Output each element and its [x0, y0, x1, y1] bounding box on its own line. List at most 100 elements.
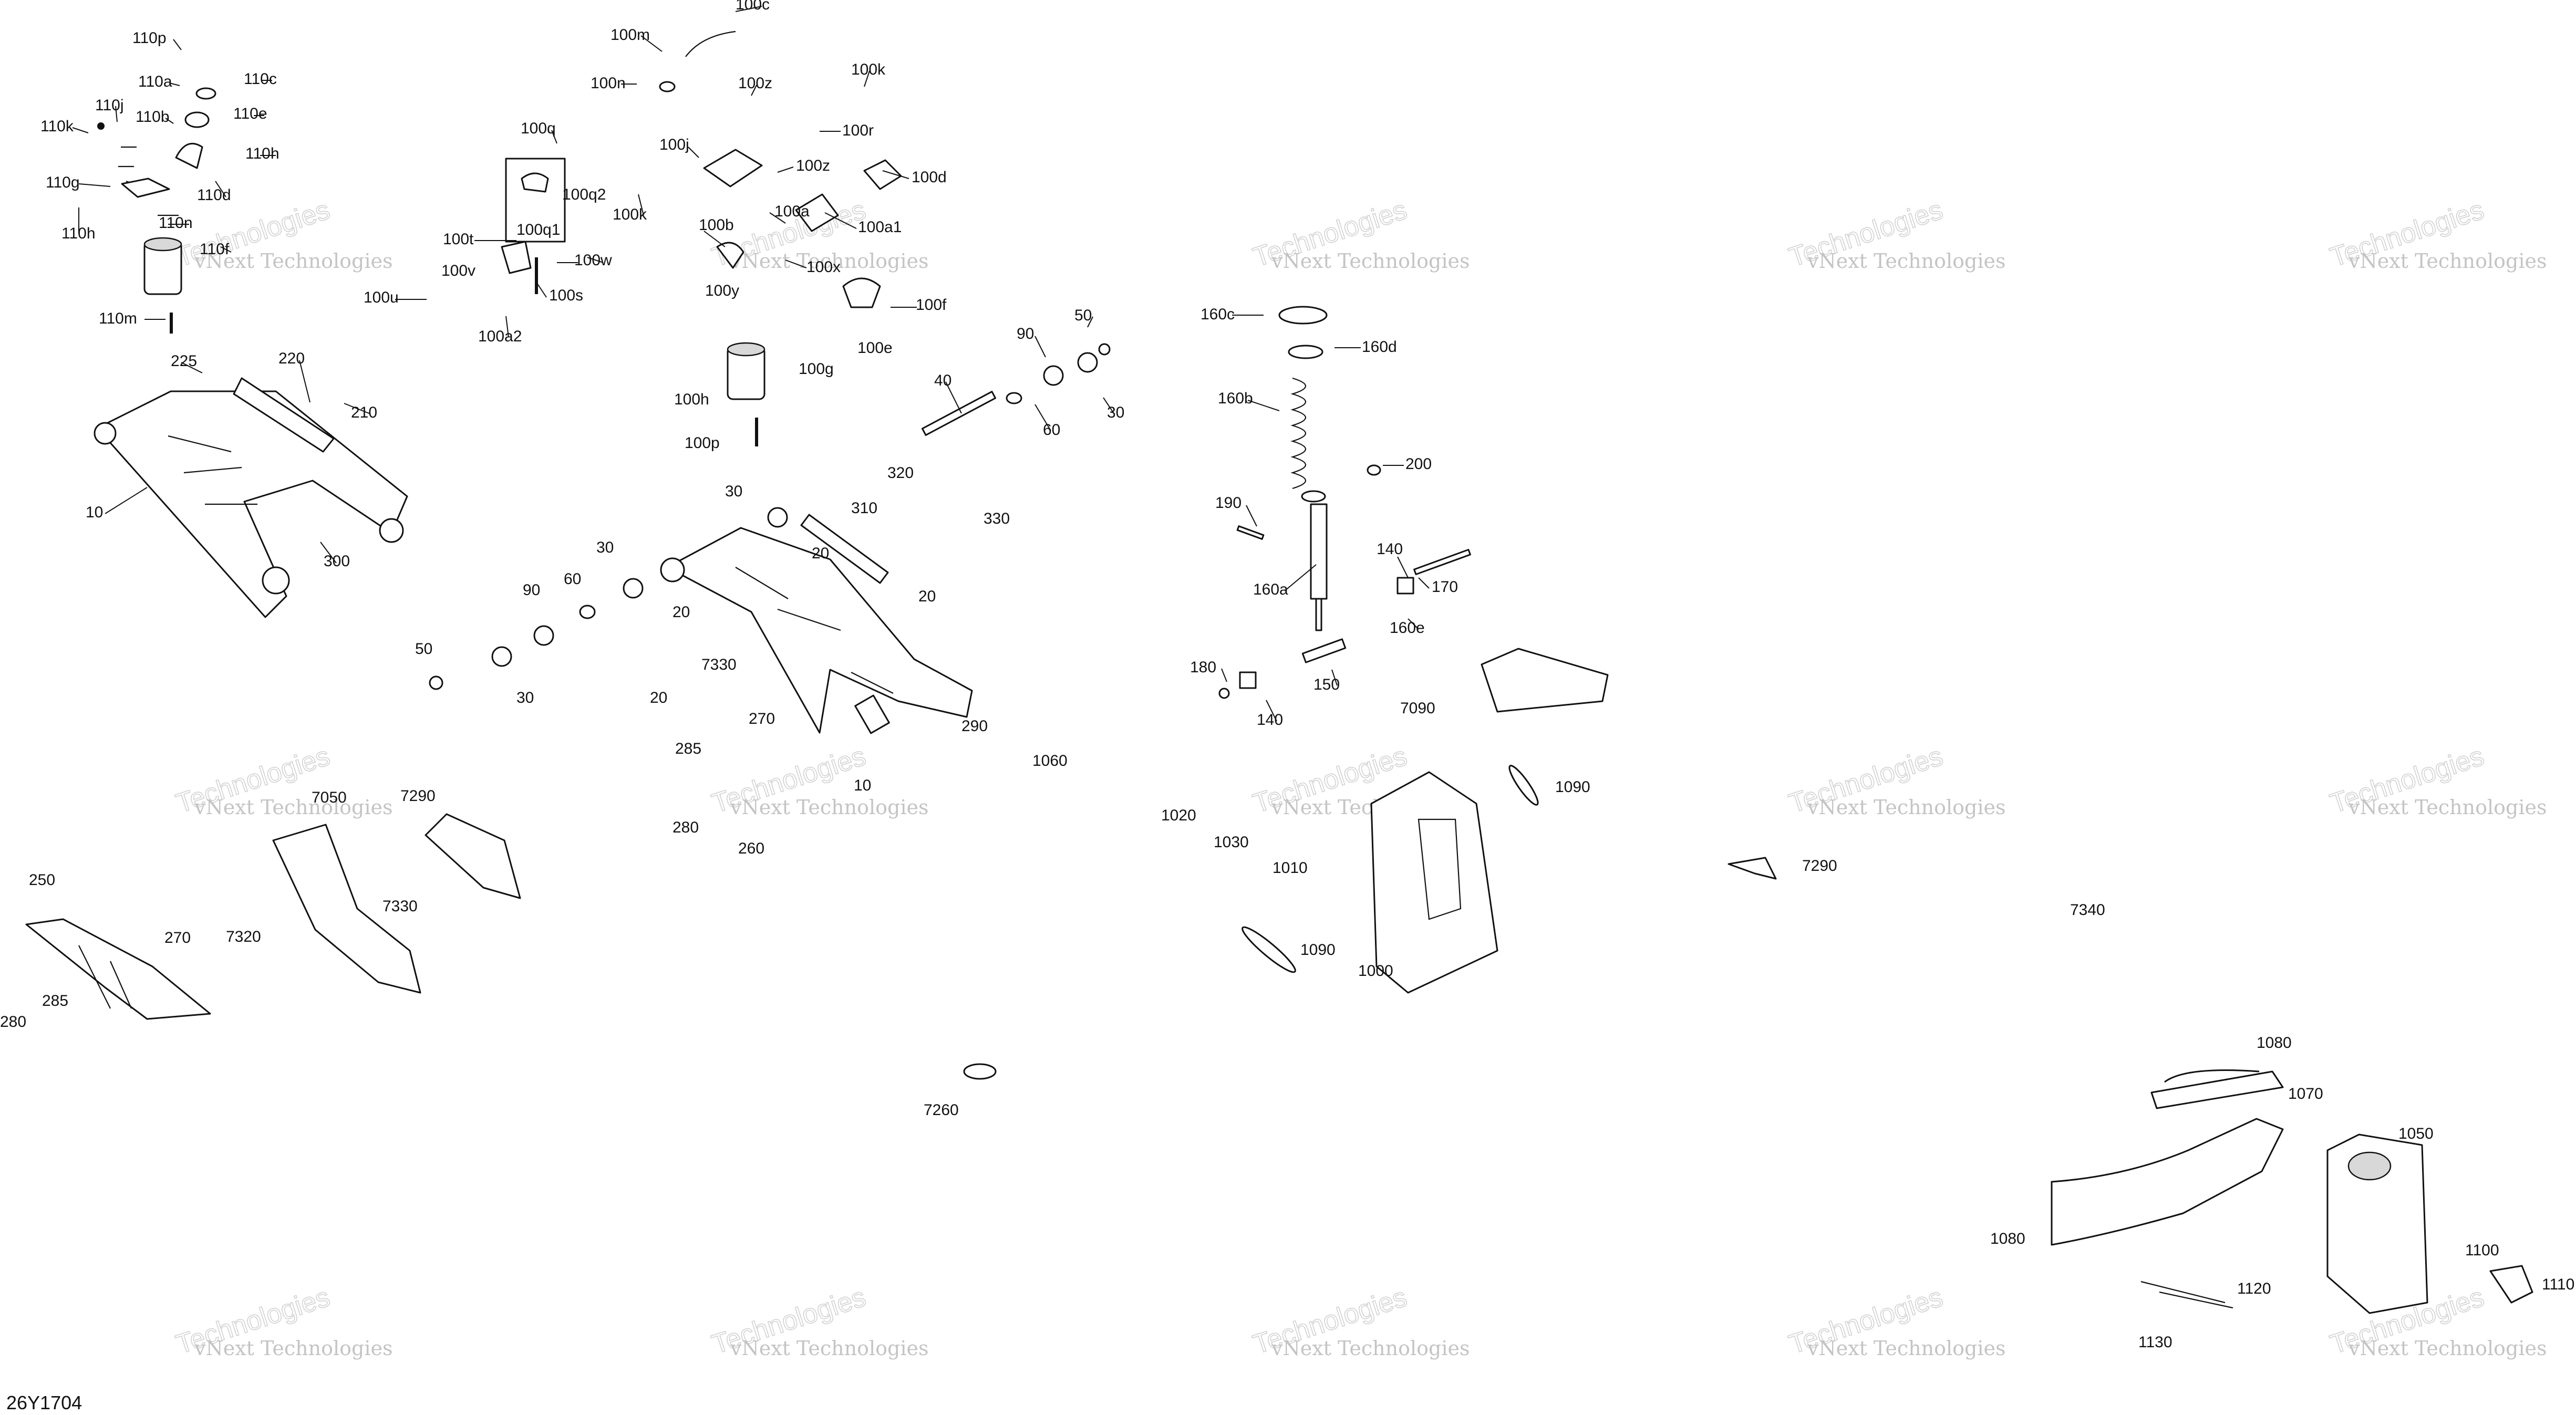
callout-label: 1110	[2542, 1276, 2574, 1293]
callout-label: 1080	[2257, 1034, 2292, 1052]
callout-label: 285	[42, 992, 68, 1010]
watermark-text: vNext Technologies	[1807, 1337, 2005, 1360]
callout-label: 110n	[159, 214, 193, 232]
diagram-code: 26Y1704	[6, 1392, 82, 1413]
lower-covers-left	[25, 813, 521, 1020]
callout-label: 110d	[197, 186, 231, 204]
callout-label: 100z	[738, 75, 772, 92]
callout-label: 110j	[95, 97, 124, 114]
callout-label: 110g	[46, 174, 80, 191]
callout-label: 110b	[136, 108, 170, 126]
callout-label: 260	[738, 840, 764, 857]
callout-label: 1130	[2138, 1334, 2172, 1351]
callout-label: 285	[675, 740, 701, 757]
callout-label: 100g	[799, 360, 834, 378]
callout-label: 60	[564, 570, 581, 588]
callout-label: 110k	[40, 118, 74, 135]
hardware-100-group	[501, 30, 902, 446]
callout-label: 170	[1432, 578, 1458, 596]
watermark-text: vNext Technologies	[194, 249, 392, 273]
callout-label: 100w	[574, 252, 612, 269]
watermark-text: vNext Technologies	[194, 1337, 392, 1360]
hardware-110-group	[97, 87, 216, 334]
callout-label: 100j	[659, 136, 689, 153]
callout-label: 7290	[1802, 857, 1837, 875]
callout-label: 250	[29, 871, 55, 889]
callout-label: 7320	[226, 928, 261, 945]
bumper-assembly	[2051, 1069, 2533, 1314]
callout-label: 210	[351, 404, 377, 421]
callout-label: 110p	[132, 29, 167, 47]
watermark-text: vNext Technologies	[2348, 249, 2547, 273]
callout-label: 100b	[699, 216, 734, 234]
callout-label: 1090	[1555, 778, 1590, 796]
callout-label: 160c	[1201, 306, 1235, 323]
callout-label: 110m	[99, 310, 137, 327]
callout-label: 7290	[400, 787, 436, 805]
watermark-text: vNext Technologies	[1271, 1337, 1470, 1360]
callout-label: 7340	[2070, 901, 2105, 919]
callout-label: 140	[1257, 711, 1283, 729]
callout-label: 160b	[1218, 390, 1253, 407]
callout-label: 100a2	[478, 328, 522, 345]
callout-label: 180	[1190, 659, 1216, 676]
callout-label: 330	[984, 510, 1010, 527]
callout-label: 100n	[591, 75, 626, 92]
callout-label: 100q2	[562, 186, 606, 203]
callout-label: 90	[523, 581, 540, 599]
callout-label: 1080	[1990, 1230, 2025, 1247]
callout-label: 100x	[806, 258, 841, 276]
callout-label: 7260	[924, 1101, 959, 1119]
callout-label: 1020	[1161, 807, 1196, 824]
callout-label: 7330	[382, 898, 418, 915]
watermark-text: vNext Technologies	[1807, 249, 2005, 273]
callout-label: 160a	[1253, 581, 1288, 598]
callout-label: 100h	[674, 391, 709, 408]
callout-label: 7050	[312, 789, 347, 806]
callout-label: 100a1	[858, 219, 902, 236]
callout-label: 100f	[916, 296, 947, 314]
callout-label: 100v	[441, 262, 475, 279]
callout-label: 190	[1215, 494, 1242, 512]
callout-label: 1000	[1358, 962, 1393, 980]
callout-label: 100r	[842, 122, 874, 139]
callout-label: 110h	[245, 145, 280, 162]
callout-label: 90	[1017, 325, 1034, 342]
callout-label: 1070	[2288, 1085, 2323, 1102]
callout-label: 160e	[1390, 619, 1425, 637]
callout-label: 300	[324, 553, 350, 570]
callout-label: 100p	[685, 434, 720, 452]
watermark-text: vNext Technologies	[730, 1337, 928, 1360]
callout-label: 100z	[796, 157, 830, 174]
callout-label: 1120	[2237, 1280, 2271, 1297]
callout-label: 225	[171, 352, 197, 370]
watermark-text: vNext Technologies	[1271, 249, 1470, 273]
callout-label: 280	[673, 819, 699, 836]
callout-label: 100u	[364, 289, 399, 306]
watermark-text: vNext Technologies	[2348, 796, 2547, 819]
callout-label: 100e	[857, 339, 893, 357]
callout-label: 110c	[244, 70, 277, 88]
callout-label: 1100	[2465, 1242, 2499, 1259]
callout-label: 1060	[1032, 752, 1068, 769]
callout-label: 310	[851, 500, 877, 517]
callout-label: 100c	[736, 0, 770, 13]
callout-label: 30	[596, 539, 614, 556]
callout-label: 60	[1043, 421, 1060, 439]
callout-label: 140	[1377, 540, 1403, 558]
callout-label: 20	[918, 588, 936, 605]
watermark-text: vNext Technologies	[730, 249, 928, 273]
callout-label: 150	[1313, 676, 1340, 693]
callout-label: 110e	[233, 105, 267, 122]
callout-label: 50	[1074, 307, 1092, 324]
callout-label: 100s	[549, 287, 583, 304]
watermark-text: vNext Technologies	[194, 796, 392, 819]
watermark-text: vNext Technologies	[1807, 796, 2005, 819]
callout-label: 270	[749, 710, 775, 727]
callout-label: 100y	[705, 282, 739, 299]
callout-label: 30	[725, 483, 742, 500]
callout-label: 1010	[1273, 859, 1308, 877]
callout-label: 200	[1405, 455, 1432, 473]
callout-label: 100q	[521, 120, 556, 137]
